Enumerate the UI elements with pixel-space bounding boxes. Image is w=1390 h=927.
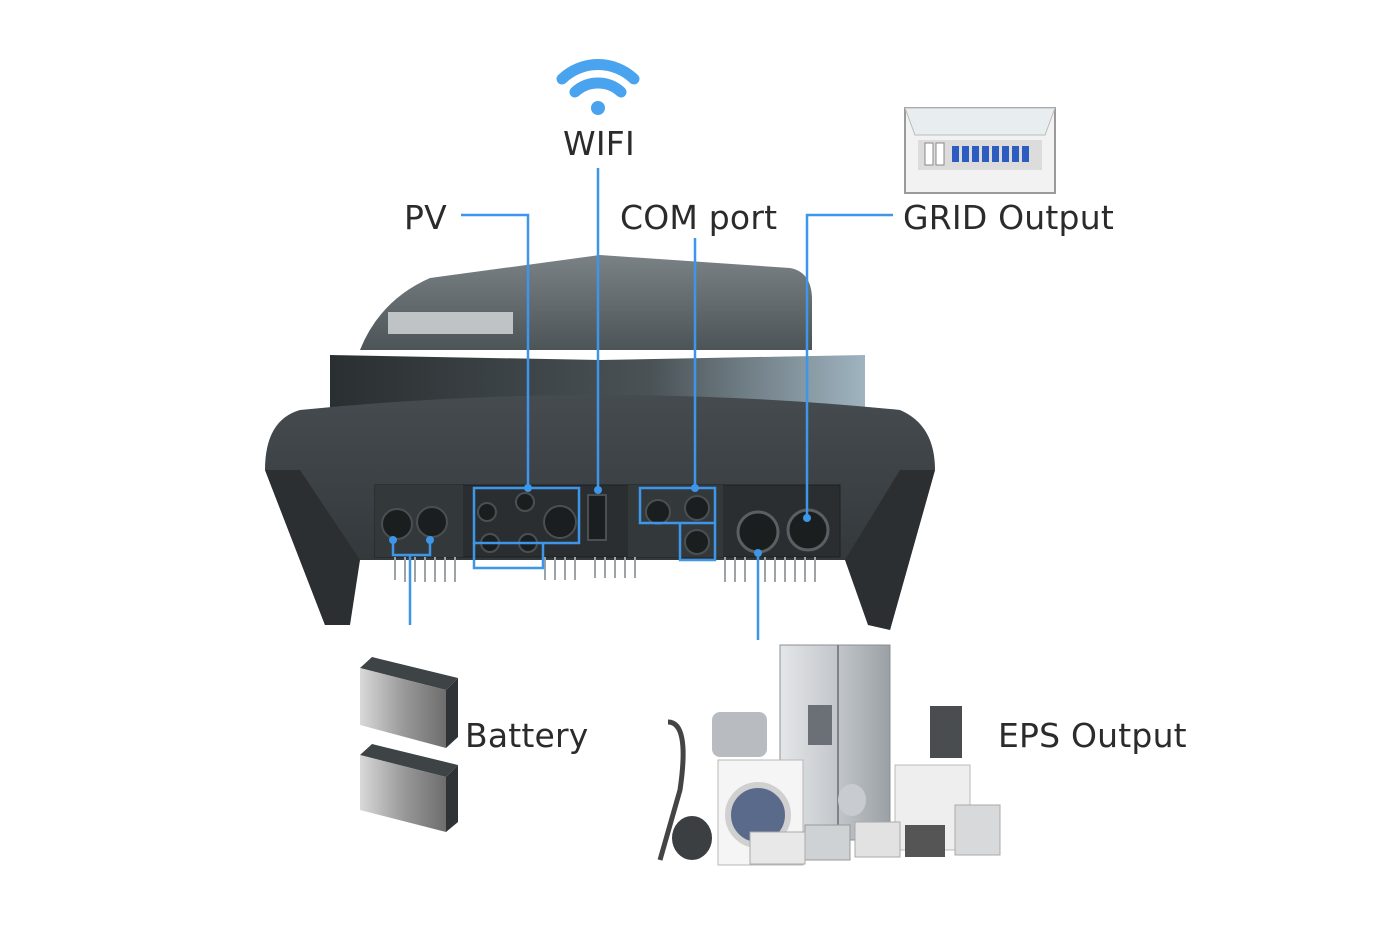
- appliances-icon: [657, 644, 1001, 866]
- pv-label: PV: [404, 198, 447, 237]
- wifi-icon: [556, 59, 640, 115]
- battery-icon: [360, 657, 458, 832]
- connector-dots: [389, 484, 811, 557]
- com-port-label: COM port: [620, 198, 778, 237]
- distribution-box-icon: [904, 107, 1056, 194]
- connector-lines: [391, 168, 893, 640]
- grid-output-label: GRID Output: [903, 198, 1114, 237]
- wifi-label: WIFI: [563, 124, 635, 163]
- battery-label: Battery: [465, 716, 589, 755]
- inverter: [265, 255, 935, 630]
- eps-output-label: EPS Output: [998, 716, 1187, 755]
